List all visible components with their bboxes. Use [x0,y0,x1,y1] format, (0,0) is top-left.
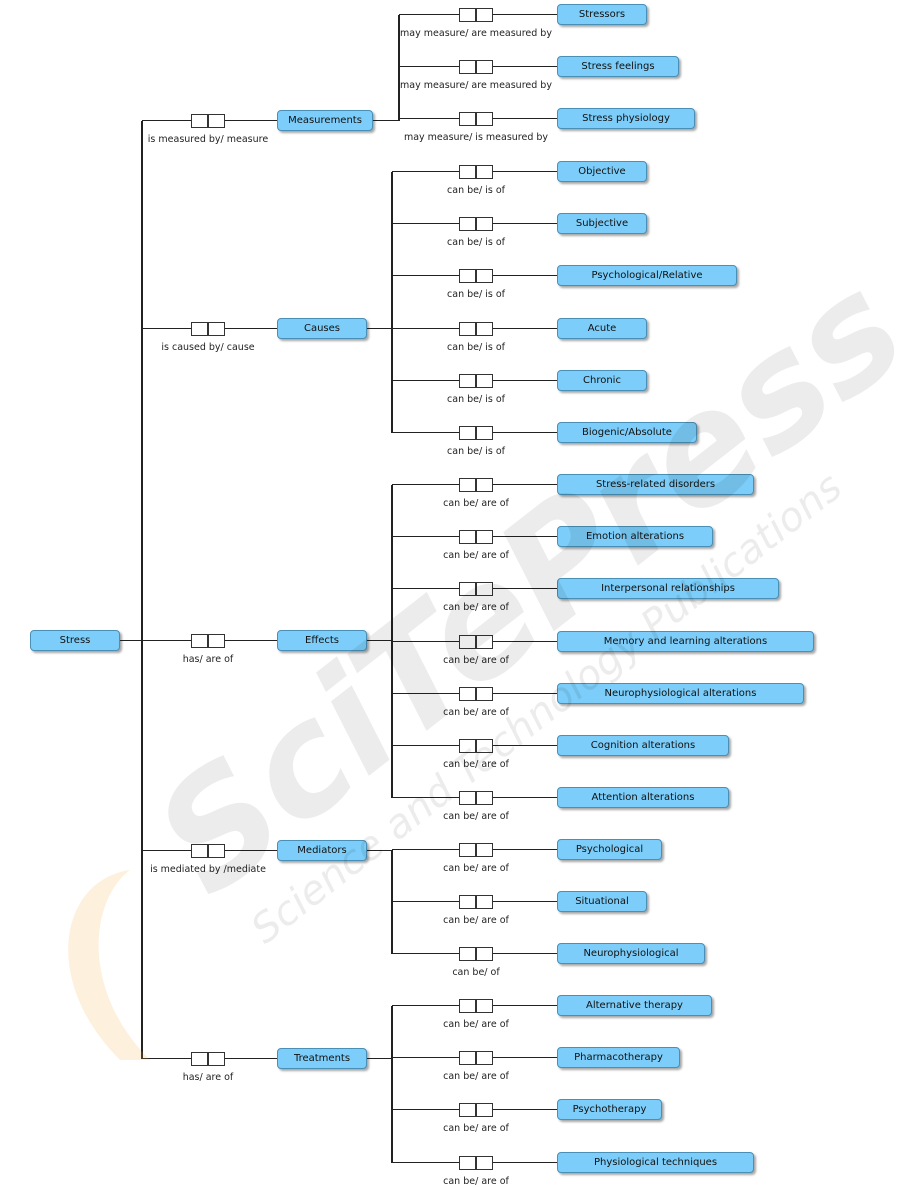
relation-connector [459,1155,493,1170]
relation-connector [459,998,493,1013]
node-chronic[interactable]: Chronic [557,370,647,391]
node-measurements[interactable]: Measurements [277,110,373,131]
relation-label: can be/ are of [443,549,509,561]
node-causes[interactable]: Causes [277,318,367,339]
node-stress-feelings[interactable]: Stress feelings [557,56,679,77]
node-stressors[interactable]: Stressors [557,4,647,25]
relation-label: can be/ are of [443,914,509,926]
node-stress-related-disorders[interactable]: Stress-related disorders [557,474,754,495]
connector-line [141,120,143,1059]
connector-line [367,849,392,852]
relation-label: may measure/ are measured by [400,27,552,39]
node-stress[interactable]: Stress [30,630,120,651]
connector-line [391,1005,393,1163]
relation-connector [191,1051,225,1066]
relation-connector [459,164,493,179]
relation-connector [459,111,493,126]
node-stress-physiology[interactable]: Stress physiology [557,108,695,129]
node-effects[interactable]: Effects [277,630,367,651]
relation-label: can be/ are of [443,758,509,770]
relation-connector [459,686,493,701]
relation-connector [459,1050,493,1065]
node-alternative-therapy[interactable]: Alternative therapy [557,995,712,1016]
relation-connector [459,216,493,231]
node-attention-alterations[interactable]: Attention alterations [557,787,729,808]
node-objective[interactable]: Objective [557,161,647,182]
node-subjective[interactable]: Subjective [557,213,647,234]
relation-connector [459,738,493,753]
relation-connector [191,113,225,128]
relation-connector [459,790,493,805]
relation-connector [459,321,493,336]
relation-connector [459,842,493,857]
connector-line [120,639,142,642]
relation-label: can be/ are of [443,1122,509,1134]
relation-connector [459,268,493,283]
connector-line [367,1057,392,1060]
connector-line [367,639,392,642]
node-acute[interactable]: Acute [557,318,647,339]
relation-connector [191,633,225,648]
relation-connector [191,321,225,336]
node-situational[interactable]: Situational [557,891,647,912]
relation-connector [459,425,493,440]
node-memory-and-learning-alterations[interactable]: Memory and learning alterations [557,631,814,652]
node-neurophysiological[interactable]: Neurophysiological [557,943,705,964]
relation-label: can be/ are of [443,862,509,874]
node-emotion-alterations[interactable]: Emotion alterations [557,526,713,547]
relation-label: can be/ are of [443,1070,509,1082]
relation-label: can be/ are of [443,601,509,613]
relation-connector [191,843,225,858]
relation-label: is mediated by /mediate [150,863,266,875]
node-interpersonal-relationships[interactable]: Interpersonal relationships [557,578,779,599]
relation-connector [459,946,493,961]
relation-label: can be/ is of [447,236,505,248]
node-psychological[interactable]: Psychological [557,839,662,860]
relation-label: is caused by/ cause [161,341,255,353]
relation-connector [459,529,493,544]
relation-connector [459,373,493,388]
connector-line [373,119,399,122]
connector-line [367,327,392,330]
relation-label: can be/ is of [447,184,505,196]
relation-connector [459,7,493,22]
relation-label: can be/ are of [443,497,509,509]
relation-label: can be/ of [452,966,500,978]
relation-label: can be/ are of [443,1175,509,1187]
relation-label: can be/ is of [447,288,505,300]
relation-label: can be/ are of [443,706,509,718]
relation-label: can be/ are of [443,810,509,822]
relation-connector [459,1102,493,1117]
node-treatments[interactable]: Treatments [277,1048,367,1069]
node-pharmacotherapy[interactable]: Pharmacotherapy [557,1047,680,1068]
relation-connector [459,894,493,909]
node-biogenic-absolute[interactable]: Biogenic/Absolute [557,422,697,443]
connector-line [391,171,393,433]
relation-label: is measured by/ measure [147,133,269,145]
relation-label: can be/ is of [447,341,505,353]
relation-label: can be/ is of [447,445,505,457]
node-physiological-techniques[interactable]: Physiological techniques [557,1152,754,1173]
node-cognition-alterations[interactable]: Cognition alterations [557,735,729,756]
node-mediators[interactable]: Mediators [277,840,367,861]
relation-connector [459,581,493,596]
relation-label: may measure/ is measured by [403,131,549,143]
node-psychotherapy[interactable]: Psychotherapy [557,1099,662,1120]
relation-connector [459,59,493,74]
relation-label: may measure/ are measured by [400,79,552,91]
relation-label: can be/ are of [443,1018,509,1030]
node-psychological-relative[interactable]: Psychological/Relative [557,265,737,286]
relation-label: can be/ is of [447,393,505,405]
relation-connector [459,634,493,649]
connector-line [398,14,400,121]
relation-label: can be/ are of [443,654,509,666]
node-neurophysiological-alterations[interactable]: Neurophysiological alterations [557,683,804,704]
relation-connector [459,477,493,492]
relation-label: has/ are of [182,1071,234,1083]
relation-label: has/ are of [182,653,234,665]
